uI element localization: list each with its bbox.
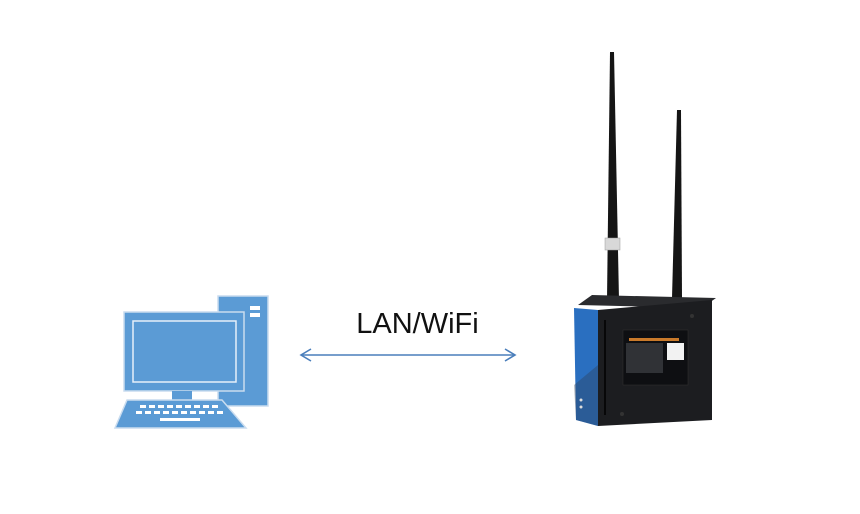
connection-label: LAN/WiFi [356,308,479,340]
router-icon [574,52,716,426]
bidirectional-arrow [299,348,517,362]
desktop-computer-icon [113,295,269,429]
